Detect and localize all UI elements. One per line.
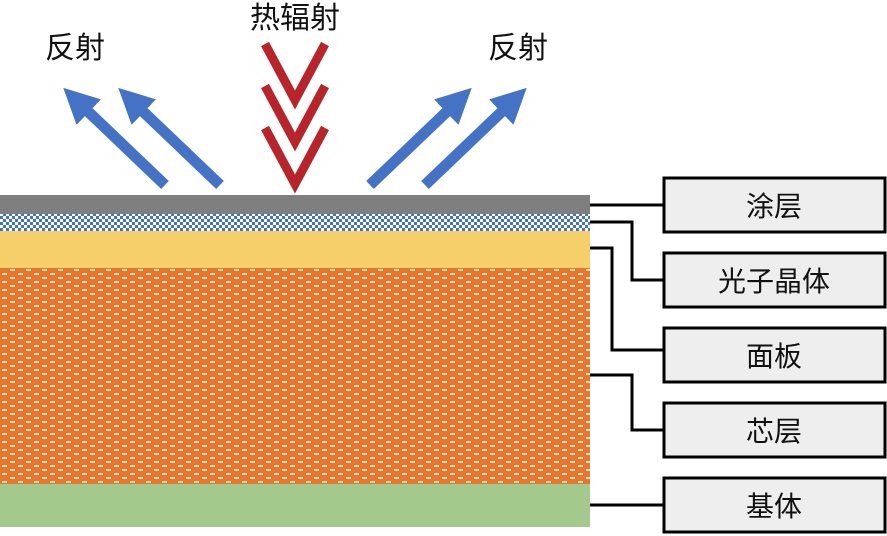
- reflection-arrow: [63, 87, 169, 189]
- layer-substrate: [0, 484, 590, 527]
- reflection-arrows-left: [63, 87, 224, 189]
- thermal-radiation-chevrons: [261, 41, 329, 194]
- leader-lines: [590, 203, 663, 507]
- reflection-arrows-right: [366, 87, 527, 189]
- label-box-core: 芯层: [662, 401, 887, 459]
- label-substrate: 基体: [746, 490, 802, 523]
- label-coating: 涂层: [746, 190, 802, 223]
- label-panel: 面板: [746, 340, 802, 373]
- chevron-down-icon: [261, 125, 329, 194]
- label-box-photonic-crystal: 光子晶体: [662, 251, 887, 309]
- thermal-radiation-label: 热辐射: [250, 1, 340, 36]
- layer-photonic-crystal: [0, 214, 590, 231]
- leader-line-panel: [590, 246, 663, 352]
- label-box-coating: 涂层: [662, 176, 887, 234]
- leader-line-photonic-crystal: [590, 220, 663, 282]
- layer-coating: [0, 195, 590, 214]
- label-photonic-crystal: 光子晶体: [718, 265, 830, 298]
- reflection-label-right: 反射: [488, 31, 548, 66]
- leader-line-core: [590, 373, 663, 432]
- reflection-arrow: [366, 87, 472, 189]
- layer-core: [0, 268, 590, 484]
- reflection-arrow: [421, 87, 527, 189]
- label-core: 芯层: [746, 415, 802, 448]
- chevron-down-icon: [261, 41, 329, 110]
- layer-panel: [0, 231, 590, 268]
- chevron-down-icon: [261, 83, 329, 152]
- reflection-label-left: 反射: [45, 31, 105, 66]
- label-box-panel: 面板: [662, 326, 887, 384]
- reflection-arrow: [118, 87, 224, 189]
- label-box-substrate: 基体: [662, 476, 887, 534]
